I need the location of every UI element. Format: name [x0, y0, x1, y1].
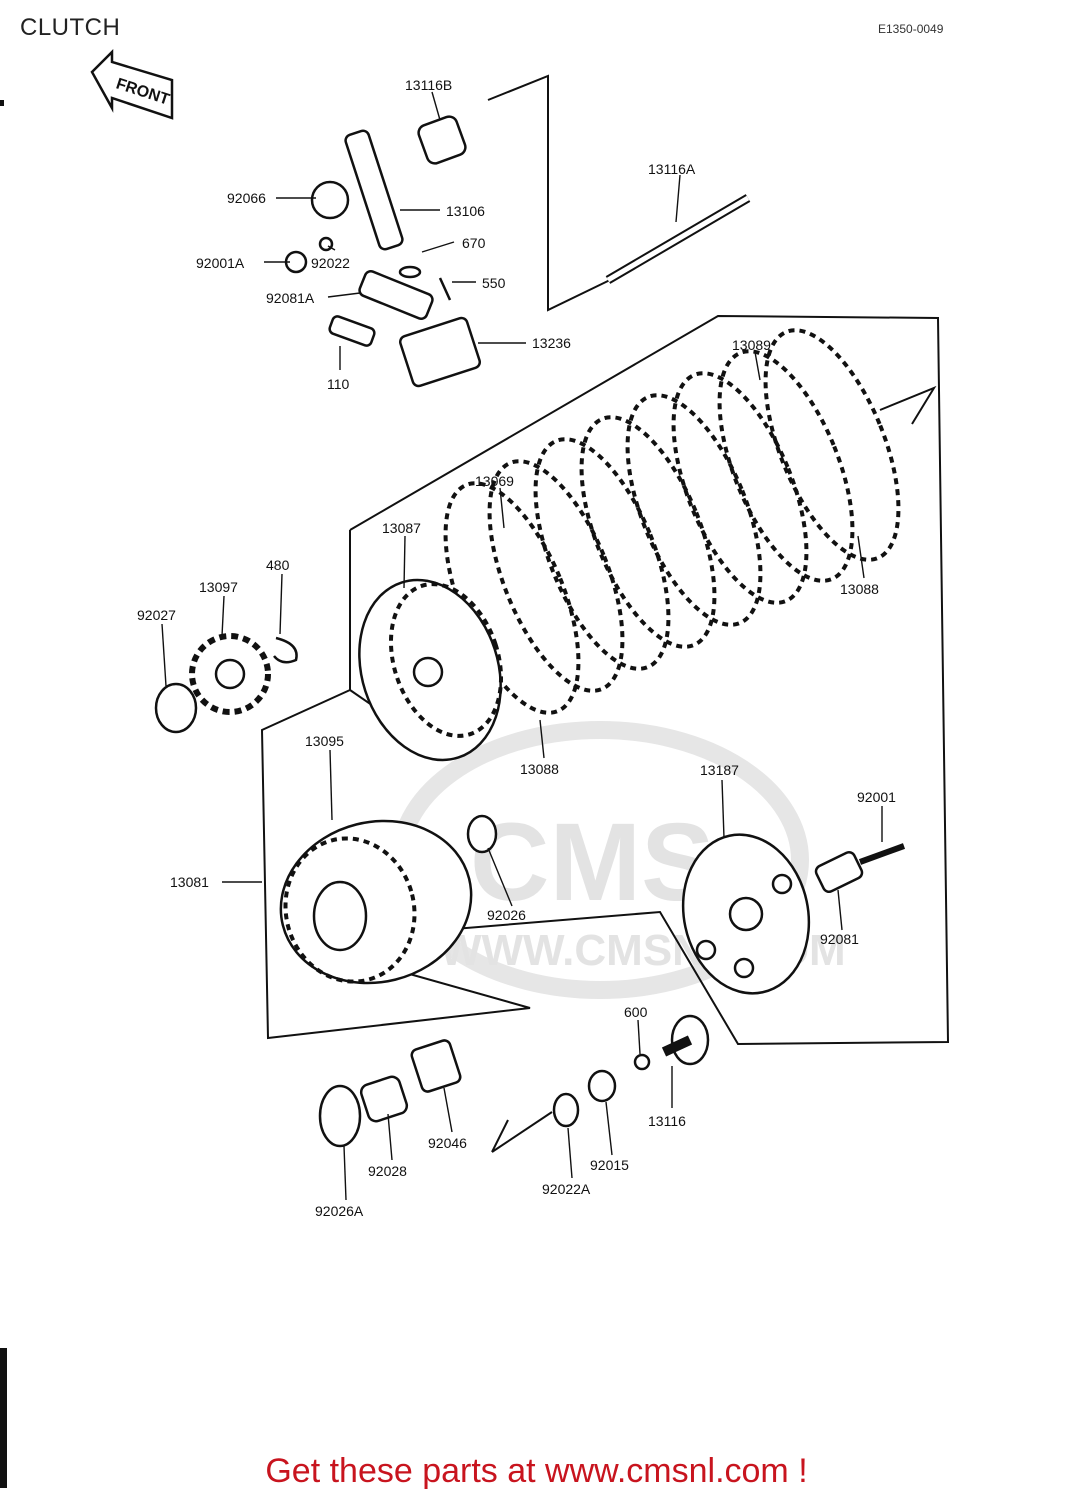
callout-13069: 13069 — [475, 473, 514, 489]
callout-92027: 92027 — [137, 607, 176, 623]
callout-92022a: 92022A — [542, 1181, 591, 1197]
callout-13097: 13097 — [199, 579, 238, 595]
callout-92001: 92001 — [857, 789, 896, 805]
washer-92022 — [318, 236, 334, 252]
diagram-title: CLUTCH — [20, 14, 121, 41]
callout-13081: 13081 — [170, 874, 209, 890]
bolt-92001 — [858, 843, 906, 865]
callout-92001a: 92001A — [196, 255, 245, 271]
spring-92081a — [358, 270, 434, 320]
pushrod-bushing — [417, 115, 467, 165]
clutch-plate-stack — [443, 328, 901, 715]
callout-13236: 13236 — [532, 335, 571, 351]
oil-seal-92066 — [310, 180, 350, 220]
callout-92081a: 92081A — [266, 290, 315, 306]
diagram-code: E1350-0049 — [878, 22, 944, 36]
scan-edge-bar — [0, 1348, 7, 1488]
callout-550: 550 — [482, 275, 506, 291]
scan-edge-mark — [0, 100, 4, 106]
sleeve-92028 — [359, 1075, 409, 1123]
lever-13236 — [398, 316, 482, 388]
callout-480: 480 — [266, 557, 290, 573]
washer-92022a — [552, 1092, 580, 1128]
ball-600 — [633, 1053, 651, 1071]
release-mechanism-parts — [284, 115, 751, 388]
bolt-110 — [328, 315, 376, 347]
callout-13088-lower: 13088 — [520, 761, 559, 777]
callout-13187: 13187 — [700, 762, 739, 778]
footer-link-text[interactable]: Get these parts at www.cmsnl.com ! — [265, 1452, 808, 1490]
callout-92015: 92015 — [590, 1157, 629, 1173]
bottom-parts — [318, 1014, 710, 1148]
clutch-hub-13087 — [358, 578, 504, 762]
callout-92066: 92066 — [227, 190, 266, 206]
watermark-text: CMS — [470, 801, 714, 924]
callout-92026: 92026 — [487, 907, 526, 923]
callout-110: 110 — [327, 376, 350, 392]
release-shaft — [344, 129, 404, 251]
circlip-480 — [273, 636, 298, 664]
callout-13089: 13089 — [732, 337, 771, 353]
callout-13087: 13087 — [382, 520, 421, 536]
pin-550 — [438, 277, 452, 301]
pressure-plate-13187 — [681, 833, 906, 995]
spring-92081 — [814, 850, 864, 894]
needle-bearing-92046 — [410, 1039, 462, 1093]
callout-13095: 13095 — [305, 733, 344, 749]
callout-labels: 13116B 13116A 92066 13106 92001A 92022 6… — [137, 77, 896, 1219]
callout-92022: 92022 — [311, 255, 350, 271]
callout-13116a: 13116A — [648, 161, 696, 177]
washer-92026 — [466, 814, 498, 854]
callout-600: 600 — [624, 1004, 648, 1020]
callout-92028: 92028 — [368, 1163, 407, 1179]
callout-13116b: 13116B — [405, 77, 452, 93]
callout-92081: 92081 — [820, 931, 859, 947]
clutch-housing-13095 — [279, 814, 498, 985]
callout-13116: 13116 — [648, 1113, 686, 1129]
ring-670 — [398, 265, 422, 279]
callout-92026a: 92026A — [315, 1203, 364, 1219]
callout-670: 670 — [462, 235, 486, 251]
callout-13106: 13106 — [446, 203, 485, 219]
leader-lines — [161, 91, 883, 1201]
nut-92015 — [587, 1069, 617, 1103]
washer-92027 — [154, 682, 198, 734]
callout-13088-right: 13088 — [840, 581, 879, 597]
front-arrow-icon: FRONT — [90, 48, 174, 120]
callout-92046: 92046 — [428, 1135, 467, 1151]
drive-gear-parts — [154, 633, 298, 734]
washer-92026a — [318, 1084, 362, 1148]
